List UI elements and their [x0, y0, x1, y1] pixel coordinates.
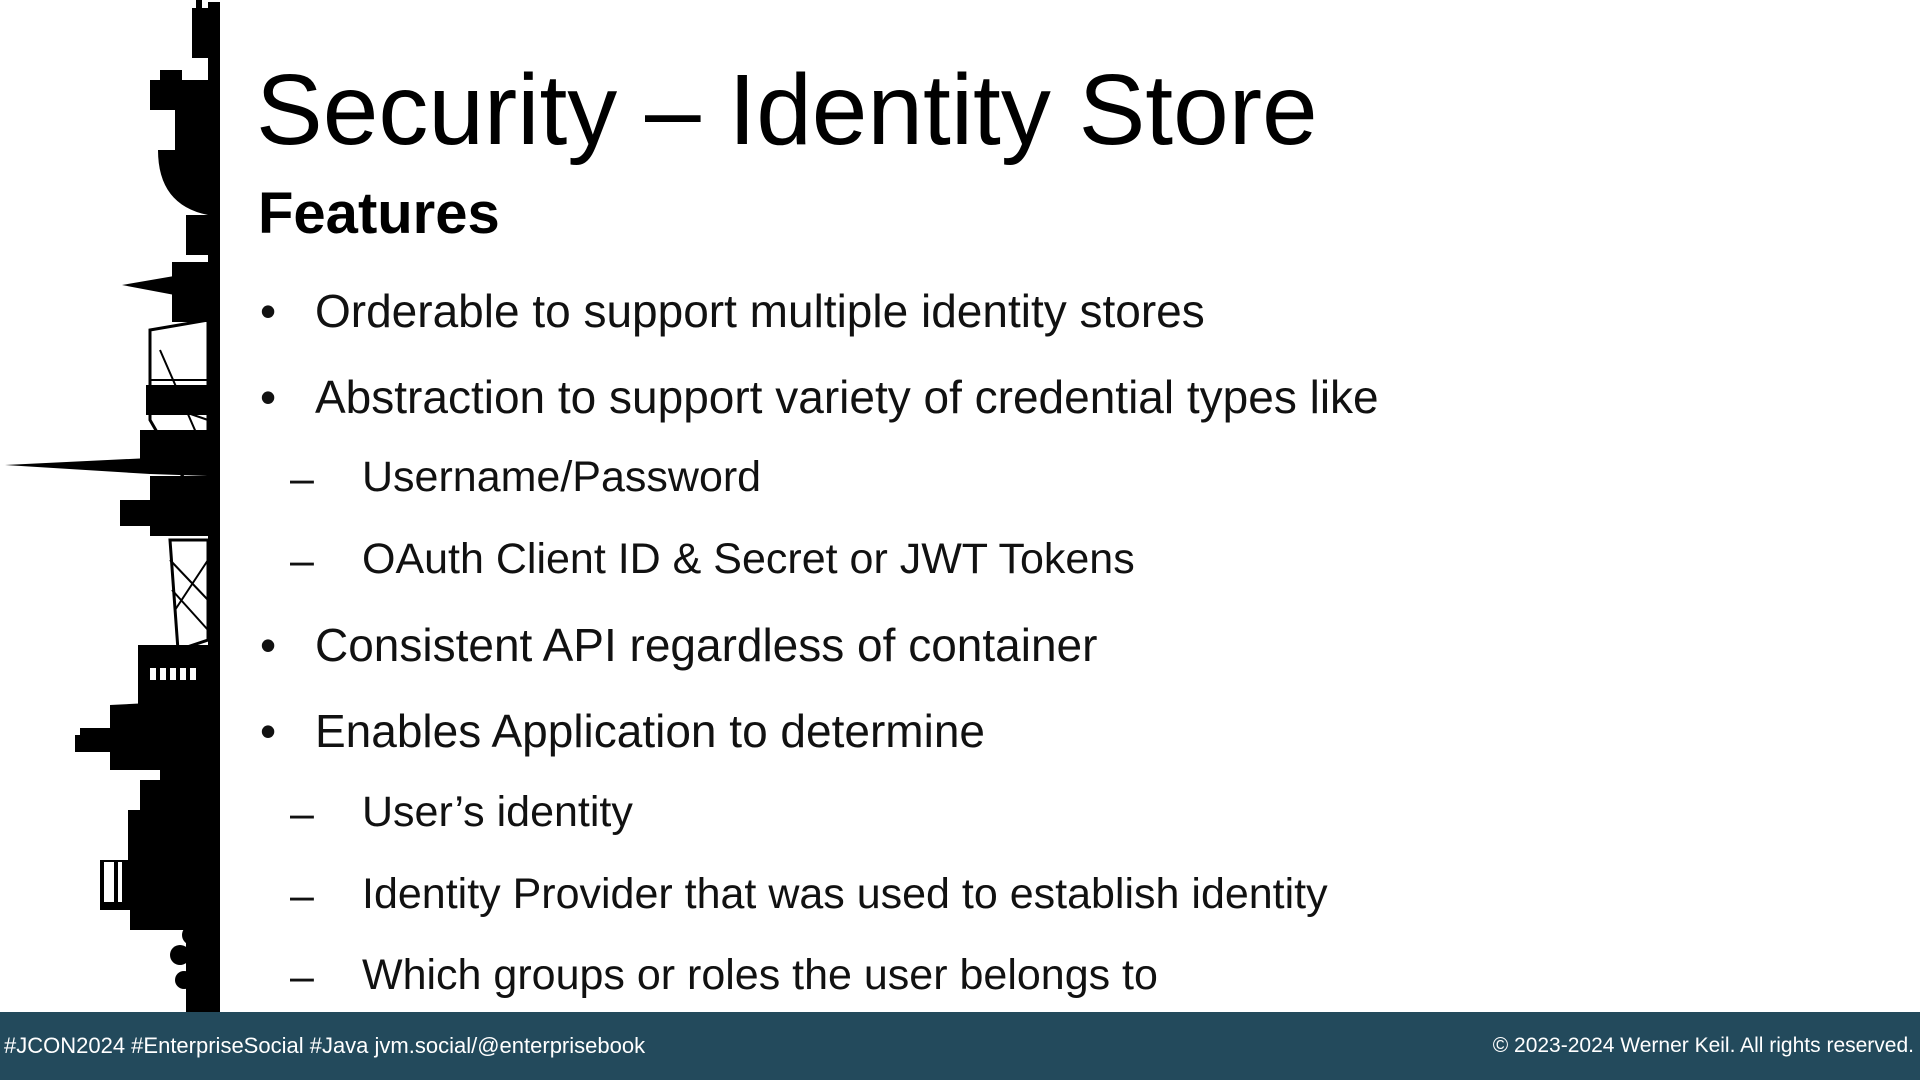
sub-list-item-text: OAuth Client ID & Secret or JWT Tokens: [362, 535, 1135, 583]
bullet-marker: •: [260, 619, 277, 671]
slide-title: Security – Identity Store: [256, 54, 1318, 166]
footer-copyright: © 2023-2024 Werner Keil. All rights rese…: [1492, 1034, 1914, 1057]
sub-list-item-text: User’s identity: [362, 788, 633, 836]
list-item-text: Abstraction to support variety of creden…: [315, 371, 1379, 423]
list-item-text: Enables Application to determine: [315, 705, 985, 757]
slide-subtitle: Features: [258, 181, 500, 246]
dash-marker: –: [290, 537, 314, 585]
bullet-marker: •: [260, 285, 277, 337]
sub-list-item-text: Which groups or roles the user belongs t…: [362, 951, 1158, 999]
dash-marker: –: [290, 872, 314, 920]
bullet-marker: •: [260, 705, 277, 757]
sub-list-item-text: Username/Password: [362, 453, 762, 501]
bullet-marker: •: [260, 371, 277, 423]
city-skyline-icon: [5, 0, 220, 1012]
dash-marker: –: [290, 790, 314, 838]
sub-list-item-text: Identity Provider that was used to estab…: [362, 870, 1328, 918]
footer-hashtags: #JCON2024 #EnterpriseSocial #Java jvm.so…: [4, 1033, 646, 1058]
list-item-text: Orderable to support multiple identity s…: [315, 285, 1205, 337]
list-item-text: Consistent API regardless of container: [315, 619, 1098, 671]
dash-marker: –: [290, 953, 314, 1001]
footer-bar: #JCON2024 #EnterpriseSocial #Java jvm.so…: [0, 1012, 1920, 1080]
dash-marker: –: [290, 455, 314, 503]
